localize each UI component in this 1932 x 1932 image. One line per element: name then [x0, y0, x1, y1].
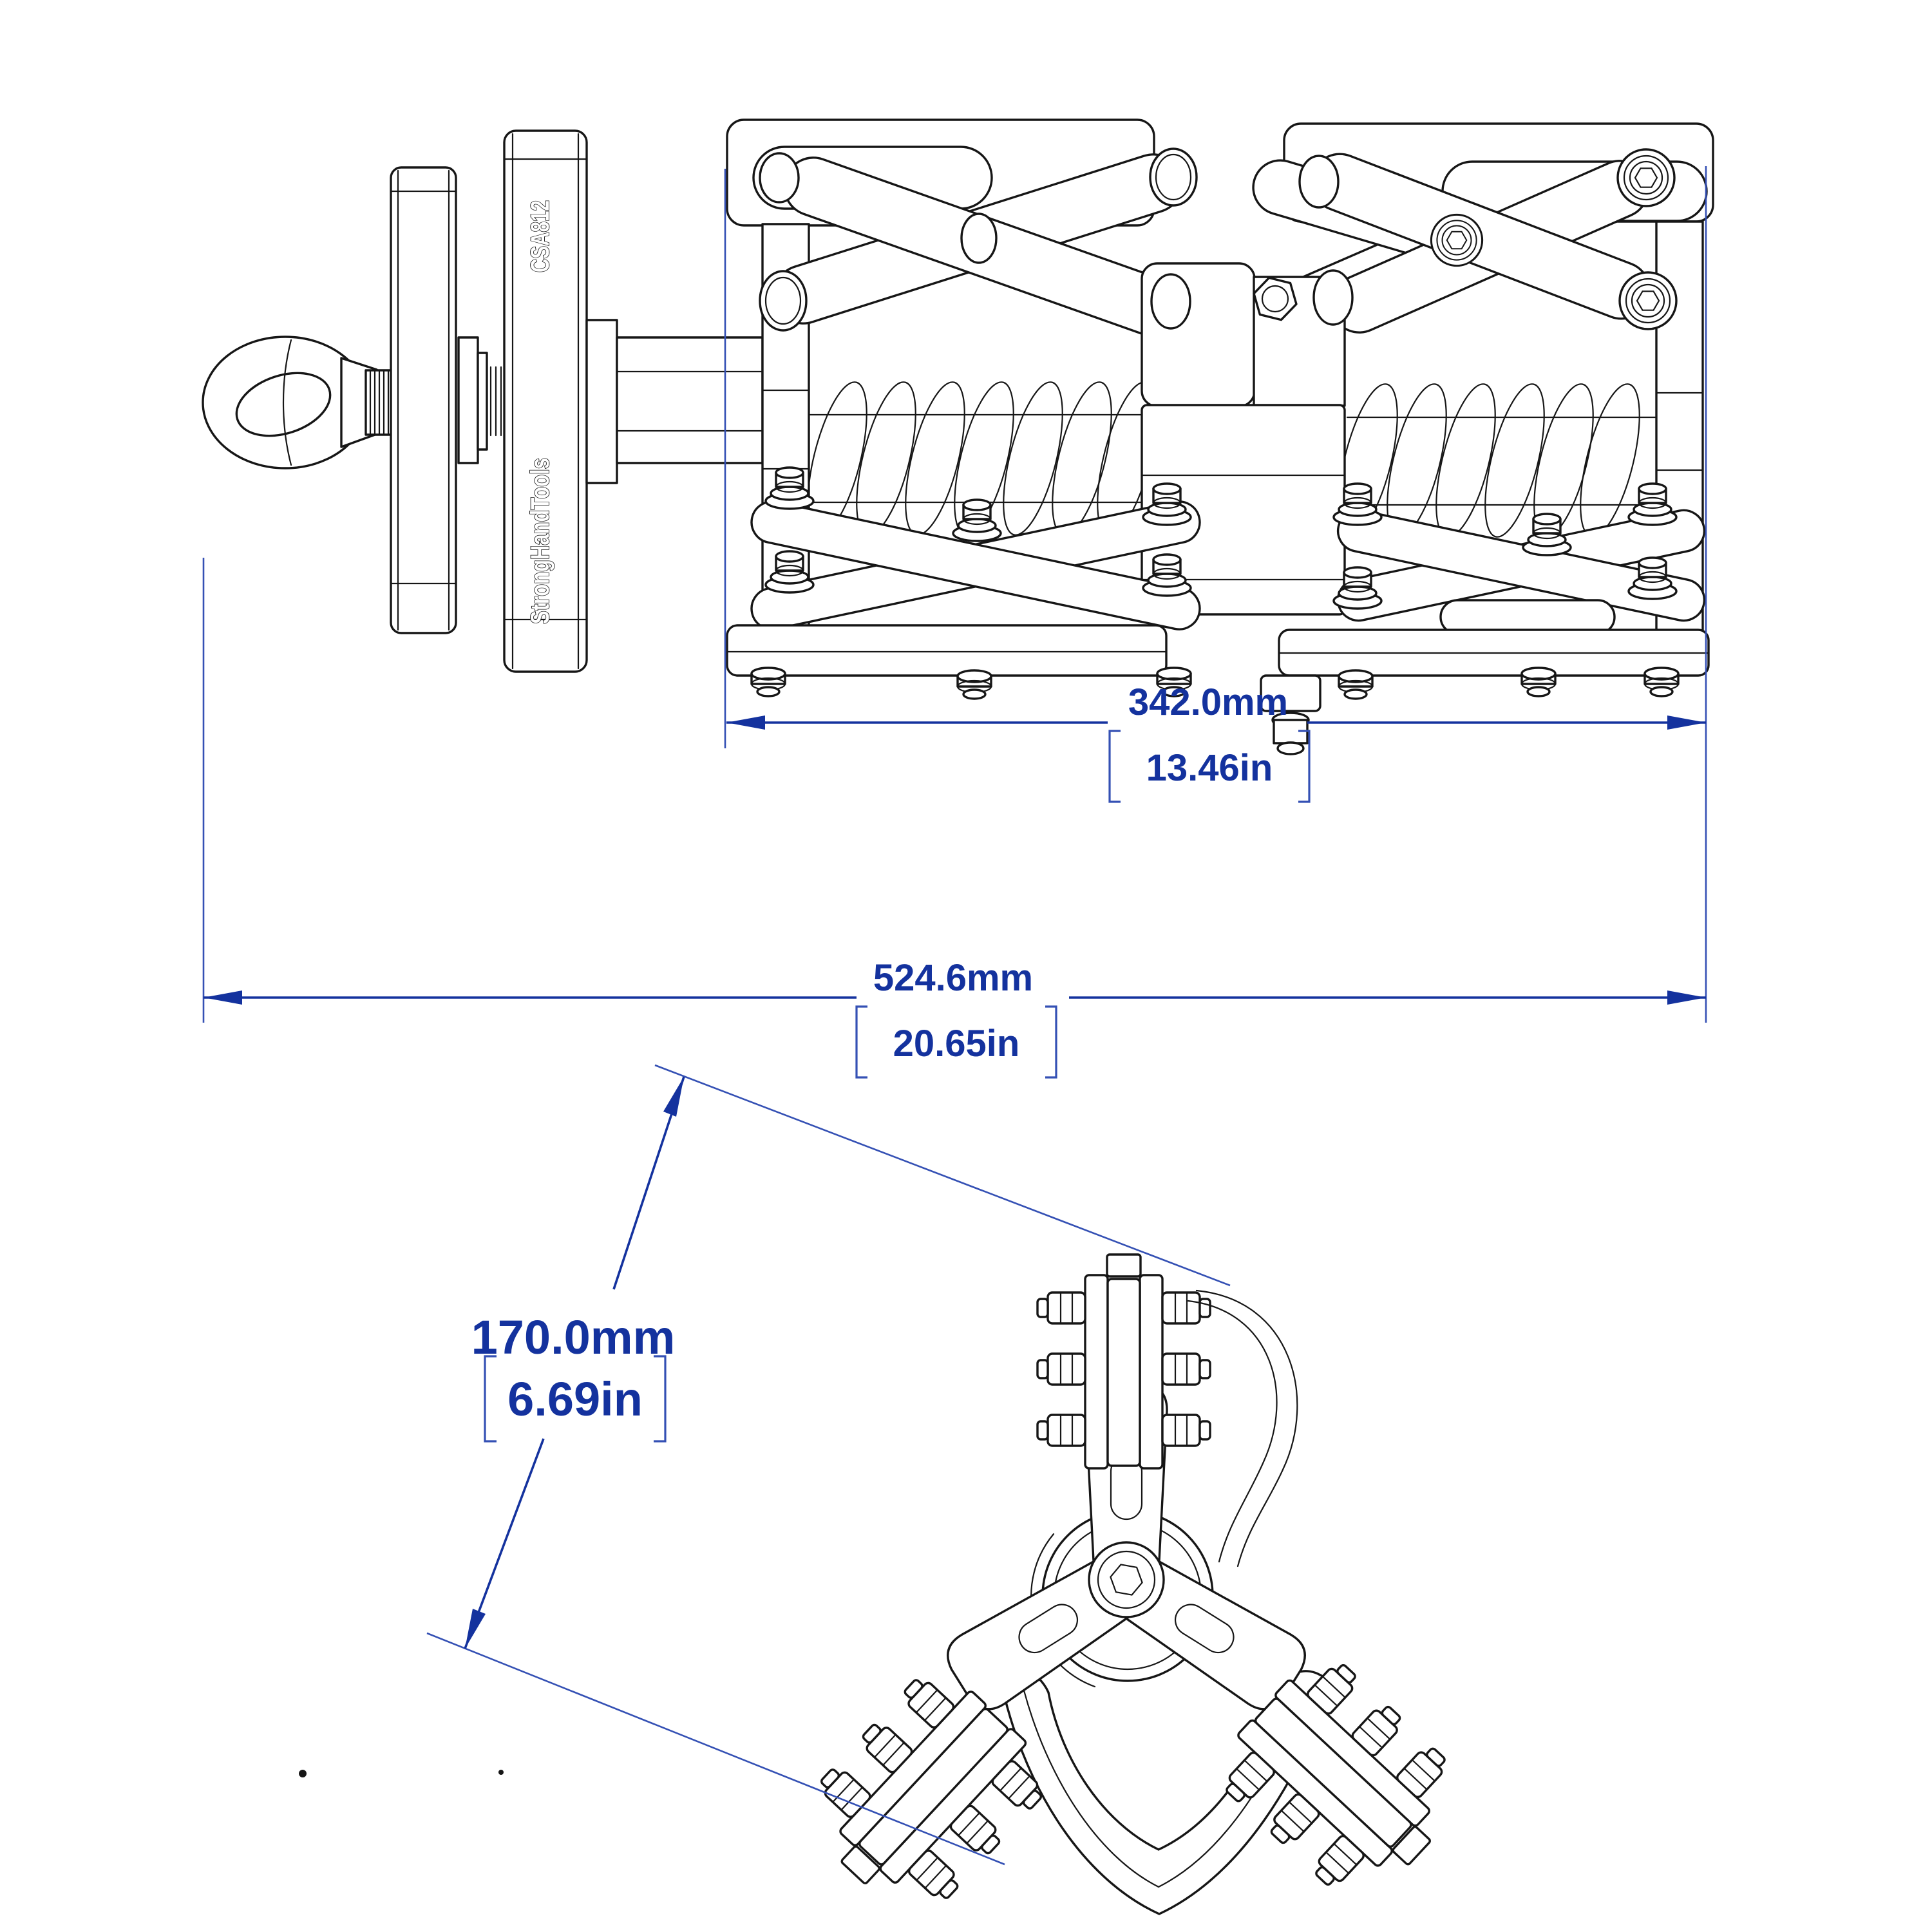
- cable: [1187, 1289, 1298, 1567]
- dimension-342: 342.0mm 13.46in: [724, 166, 1707, 1023]
- hex-bolt-icon: [1253, 276, 1298, 321]
- stray-dot: [299, 1770, 307, 1777]
- centre-body: [1141, 262, 1354, 616]
- bolt-cluster-top: [1037, 1255, 1210, 1468]
- stray-dot: [498, 1770, 504, 1775]
- bottom-view: [299, 1255, 1479, 1932]
- hex-pivot-icon: [1616, 148, 1676, 207]
- dim-170-mm: 170.0mm: [471, 1311, 676, 1364]
- brand-label: StrongHandTools: [526, 458, 554, 624]
- hub: [1088, 1541, 1165, 1618]
- eye-ring: [202, 336, 378, 469]
- washer-stack: [457, 336, 502, 464]
- handwheel-small: [390, 166, 457, 634]
- model-label: CSA812: [526, 200, 554, 272]
- top-view: CSA812 StrongHandTools: [202, 118, 1714, 755]
- dimension-170: 170.0mm 6.69in: [426, 1064, 1231, 1866]
- handwheel-large: CSA812 StrongHandTools: [503, 129, 588, 673]
- dim-342-mm: 342.0mm: [1128, 681, 1288, 723]
- dim-524-mm: 524.6mm: [873, 957, 1033, 999]
- lead-screw: [585, 319, 764, 484]
- threaded-stub: [365, 369, 395, 436]
- dim-342-in: 13.46in: [1146, 747, 1273, 789]
- dimension-524: 524.6mm 20.65in: [202, 558, 1706, 1079]
- dim-524-in: 20.65in: [893, 1023, 1020, 1065]
- dim-170-in: 6.69in: [507, 1372, 643, 1426]
